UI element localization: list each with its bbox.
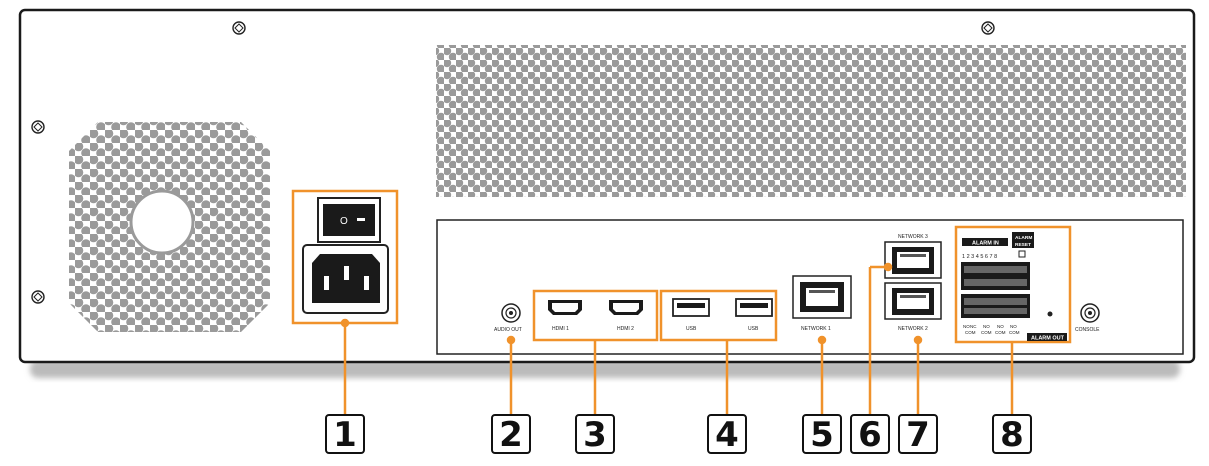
callout-1: 1 xyxy=(325,414,365,454)
screw-icon xyxy=(232,21,246,35)
callout-5: 5 xyxy=(802,414,842,454)
alarm-out-label: ALARM OUT xyxy=(1031,336,1065,342)
svg-text:NC: NC xyxy=(970,324,977,329)
screw-icon xyxy=(31,290,45,304)
callout-leaders xyxy=(340,262,1014,414)
svg-text:NO: NO xyxy=(997,324,1004,329)
alarm-out-terminal-block[interactable] xyxy=(961,294,1030,318)
svg-text:COM: COM xyxy=(995,330,1006,335)
network-3-label: NETWORK 3 xyxy=(898,234,928,240)
svg-text:COM: COM xyxy=(1009,330,1020,335)
alarm-in-label: ALARM IN xyxy=(972,241,999,247)
alarm-in-badge xyxy=(962,238,1008,246)
audio-out-label: AUDIO OUT xyxy=(494,327,522,333)
callout-4: 4 xyxy=(707,414,747,454)
hdmi-1-port[interactable] xyxy=(548,300,582,315)
fan-hub xyxy=(129,189,195,255)
callout-3: 3 xyxy=(575,414,615,454)
chassis-shadow xyxy=(30,360,1180,378)
usb-1-port[interactable] xyxy=(672,298,710,317)
hdmi-1-label: HDMI 1 xyxy=(552,326,569,332)
hdmi-2-label: HDMI 2 xyxy=(617,326,634,332)
screw-icon xyxy=(31,120,45,134)
alarm-out-badge xyxy=(1027,333,1067,341)
callout-2: 2 xyxy=(491,414,531,454)
usb-1-label: USB xyxy=(686,326,697,332)
svg-text:NO: NO xyxy=(983,324,990,329)
network-1-label: NETWORK 1 xyxy=(801,326,831,332)
top-vent-grille xyxy=(436,45,1186,197)
console-label: CONSOLE xyxy=(1075,327,1100,333)
alarm-reset-badge xyxy=(1012,232,1034,248)
usb-2-port[interactable] xyxy=(735,298,773,317)
alarm-out-terminal-labels: NO NC NO NO NO COM COM COM COM xyxy=(963,324,1020,335)
alarm-reset-label-2: RESET xyxy=(1015,242,1031,248)
svg-text:NO: NO xyxy=(963,324,970,329)
svg-text:COM: COM xyxy=(965,330,976,335)
alarm-in-terminal-block[interactable] xyxy=(961,262,1030,290)
hdmi-2-port[interactable] xyxy=(609,300,643,315)
alarm-reset-label-1: ALARM xyxy=(1015,235,1032,241)
usb-2-label: USB xyxy=(748,326,759,332)
svg-text:NO: NO xyxy=(1010,324,1017,329)
screw-icon xyxy=(981,21,995,35)
network-2-port[interactable] xyxy=(884,282,942,320)
power-switch-mark-on xyxy=(357,218,365,221)
network-3-port[interactable] xyxy=(884,241,942,279)
usb-highlight xyxy=(659,289,778,342)
callout-6: 6 xyxy=(850,414,890,454)
callout-8: 8 xyxy=(992,414,1032,454)
network-2-label: NETWORK 2 xyxy=(898,326,928,332)
network-1-port[interactable] xyxy=(792,275,852,319)
power-switch[interactable] xyxy=(323,204,375,236)
alarm-in-numbers: 1 2 3 4 5 6 7 8 xyxy=(962,254,997,260)
alarm-reset-button[interactable] xyxy=(1018,250,1026,258)
callout-7: 7 xyxy=(898,414,938,454)
status-led xyxy=(1047,311,1053,317)
power-switch-mark-off: O xyxy=(340,216,348,227)
svg-text:COM: COM xyxy=(981,330,992,335)
